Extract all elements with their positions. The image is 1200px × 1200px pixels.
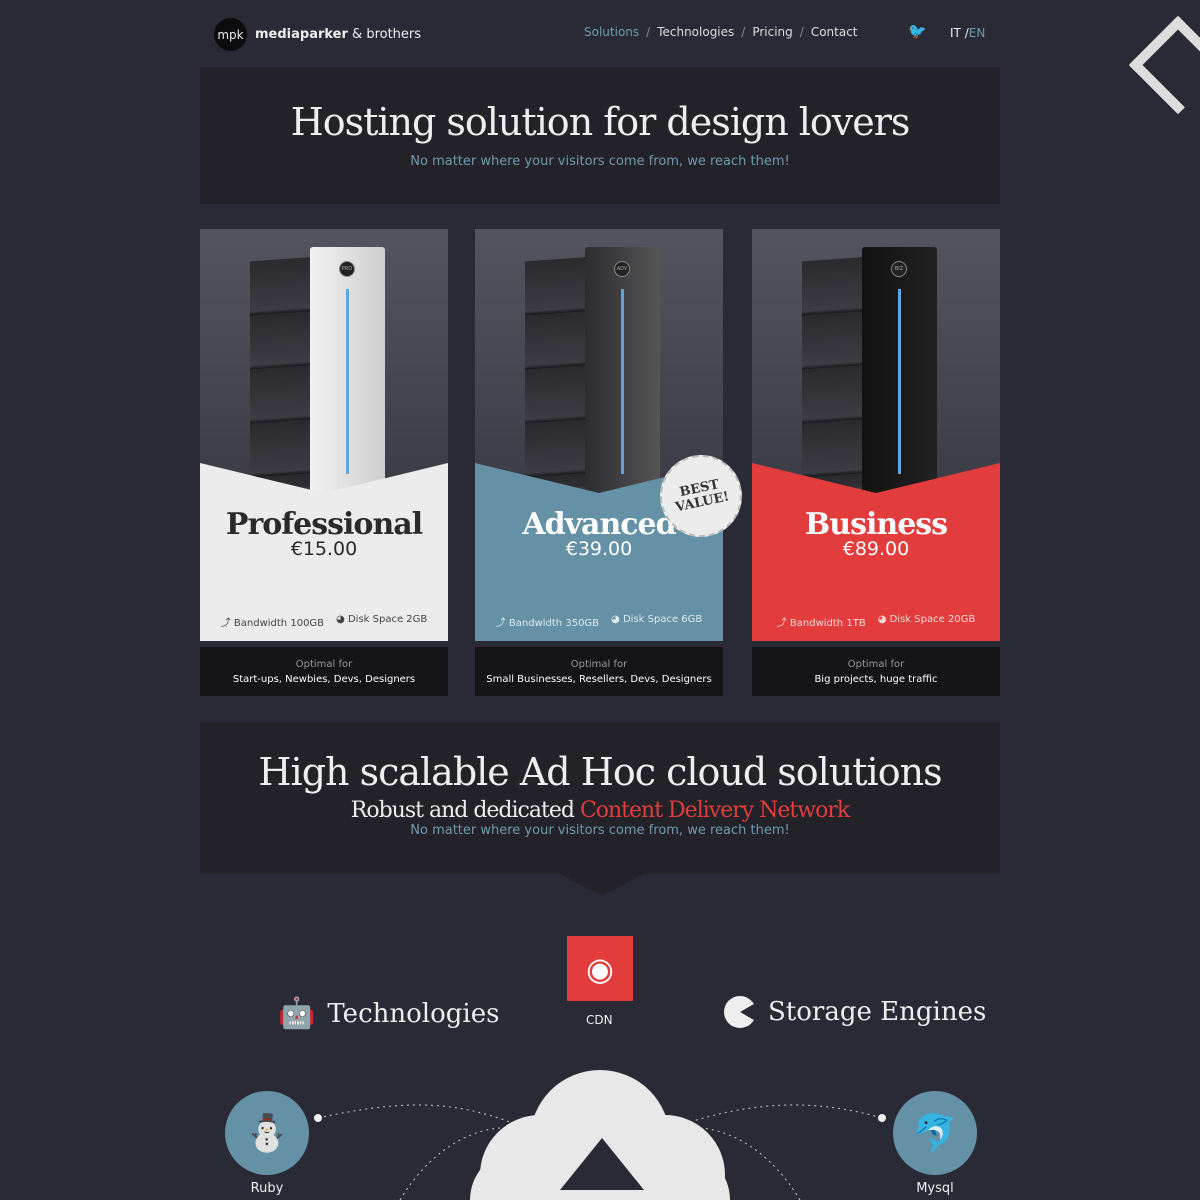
- disk-value: 20GB: [947, 614, 976, 625]
- plan-name: Professional: [225, 507, 423, 542]
- cloud-subtitle-red: Content Delivery Network: [579, 798, 850, 823]
- server-badge: BIZ: [891, 261, 907, 277]
- plan-name: Business: [804, 507, 948, 542]
- bandwidth-value: 350GB: [565, 618, 600, 629]
- cdn-label: CDN: [586, 1013, 613, 1027]
- pie-chart-icon: ◕: [877, 614, 887, 625]
- server-illustration: BIZ: [752, 229, 1000, 497]
- award-ribbon[interactable]: [1128, 15, 1200, 115]
- cloud-title: High scalable Ad Hoc cloud solutions: [258, 750, 942, 794]
- bandwidth-label: Bandwidth: [789, 618, 844, 629]
- storage-label: Storage Engines: [768, 997, 987, 1027]
- hero-panel: Hosting solution for design lovers No ma…: [200, 67, 1000, 204]
- nav-solutions[interactable]: Solutions: [584, 25, 640, 39]
- brand-suffix: & brothers: [347, 27, 422, 42]
- disk-label: Disk Space: [889, 614, 945, 625]
- nav-separator: /: [741, 25, 746, 39]
- cloud-subtitle-white: Robust and dedicated: [350, 798, 580, 823]
- twitter-icon[interactable]: 🐦: [908, 22, 927, 40]
- disk-value: 2GB: [406, 614, 428, 625]
- brand-name: mediaparker: [255, 27, 348, 42]
- cloud-panel: High scalable Ad Hoc cloud solutions Rob…: [200, 722, 1000, 874]
- main-nav: Solutions / Technologies / Pricing / Contac…: [584, 25, 858, 39]
- pie-chart-icon: ◕: [336, 614, 345, 625]
- disk-value: 6GB: [681, 614, 703, 625]
- nav-technologies[interactable]: Technologies: [657, 25, 735, 39]
- language-switcher: IT /EN: [950, 26, 985, 40]
- optimal-label: Optimal for: [570, 659, 628, 670]
- disk-feature: ◕ Disk Space 2GB: [336, 614, 427, 629]
- bandwidth-chart-icon: ⤴: [776, 618, 787, 629]
- ruby-icon[interactable]: ⛄: [225, 1091, 309, 1175]
- optimal-value: Start-ups, Newbies, Devs, Designers: [232, 674, 416, 685]
- plan-price: €89.00: [842, 538, 910, 560]
- disk-label: Disk Space: [347, 614, 404, 625]
- plan-card-professional[interactable]: PRO Professional €15.00 ⤴ Bandwidth 100G…: [200, 229, 448, 696]
- plan-price: €39.00: [565, 538, 633, 560]
- technologies-label: Technologies: [327, 998, 500, 1029]
- lang-en[interactable]: EN: [968, 26, 986, 40]
- nav-contact[interactable]: Contact: [810, 25, 858, 39]
- cdn-broadcast-icon[interactable]: ◉: [567, 936, 633, 1001]
- pacman-icon: [724, 996, 756, 1028]
- plan-price: €15.00: [290, 538, 358, 560]
- technologies-heading[interactable]: 🤖 Technologies: [278, 996, 499, 1031]
- server-illustration: PRO: [200, 229, 448, 497]
- hero-subtitle: No matter where your visitors come from,…: [410, 154, 790, 169]
- server-badge: PRO: [339, 261, 355, 277]
- bandwidth-feature: ⤴ Bandwidth 1TB: [777, 614, 866, 629]
- lang-separator: /: [960, 26, 969, 40]
- hero-title: Hosting solution for design lovers: [290, 100, 911, 144]
- bandwidth-feature: ⤴ Bandwidth 350GB: [496, 614, 599, 629]
- mysql-label: Mysql: [916, 1181, 954, 1196]
- bandwidth-value: 1TB: [846, 618, 866, 629]
- lang-it[interactable]: IT: [950, 26, 961, 40]
- panel-pointer: [560, 874, 644, 896]
- nav-separator: /: [646, 25, 651, 39]
- optimal-label: Optimal for: [295, 659, 353, 670]
- plan-card-business[interactable]: BIZ Business €89.00 ⤴ Bandwidth 1TB ◕ Di…: [752, 229, 1000, 696]
- storage-heading[interactable]: Storage Engines: [724, 996, 986, 1028]
- optimal-value: Big projects, huge traffic: [814, 674, 938, 685]
- logo-mark: mpk: [214, 18, 247, 51]
- server-illustration: ADV: [475, 229, 723, 497]
- connection-lines: [314, 1070, 886, 1200]
- bandwidth-feature: ⤴ Bandwidth 100GB: [221, 614, 324, 629]
- bandwidth-chart-icon: ⤴: [495, 618, 506, 629]
- plan-name: Advanced: [522, 507, 676, 542]
- plan-card-advanced[interactable]: ADV Advanced €39.00 ⤴ Bandwidth 350GB ◕ …: [475, 229, 723, 696]
- pie-chart-icon: ◕: [611, 614, 620, 625]
- cloud-subtitle: Robust and dedicated Content Delivery Ne…: [200, 798, 1000, 823]
- nav-pricing[interactable]: Pricing: [752, 25, 793, 39]
- cloud-tagline: No matter where your visitors come from,…: [410, 823, 790, 838]
- optimal-label: Optimal for: [847, 659, 905, 670]
- ruby-label: Ruby: [250, 1181, 284, 1196]
- disk-feature: ◕ Disk Space 20GB: [878, 614, 976, 629]
- nav-separator: /: [799, 25, 804, 39]
- robot-icon: 🤖: [278, 996, 316, 1031]
- bandwidth-label: Bandwidth: [233, 618, 288, 629]
- cloud-upload-icon: [470, 1070, 730, 1200]
- logo[interactable]: mpk mediaparker & brothers: [214, 18, 421, 51]
- mysql-dolphin-icon[interactable]: 🐬: [893, 1091, 977, 1175]
- server-badge: ADV: [614, 261, 630, 277]
- disk-feature: ◕ Disk Space 6GB: [611, 614, 702, 629]
- disk-label: Disk Space: [622, 614, 679, 625]
- optimal-value: Small Businesses, Resellers, Devs, Desig…: [486, 674, 712, 685]
- bandwidth-value: 100GB: [290, 618, 325, 629]
- bandwidth-chart-icon: ⤴: [220, 618, 231, 629]
- bandwidth-label: Bandwidth: [508, 618, 563, 629]
